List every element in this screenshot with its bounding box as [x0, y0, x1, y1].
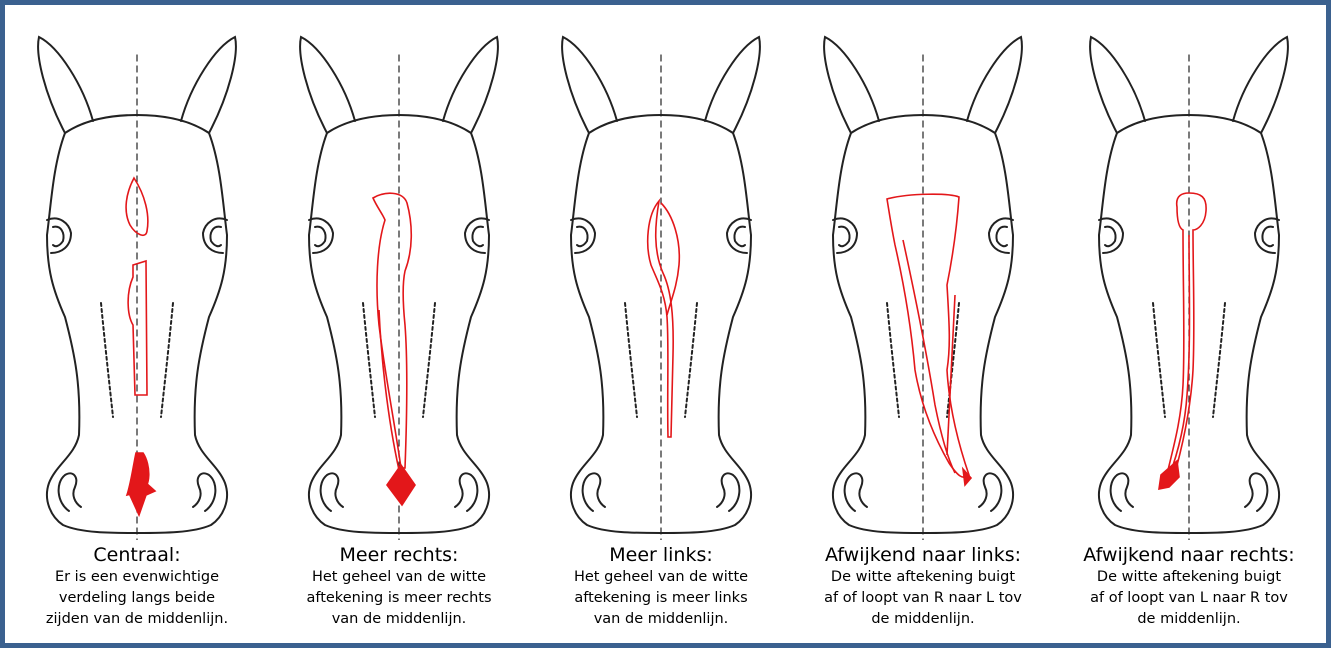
right-ear — [1233, 37, 1288, 133]
caption-title: Meer rechts: — [267, 543, 531, 567]
caption-title: Meer links: — [529, 543, 793, 567]
marking-right — [373, 193, 415, 505]
caption-title: Afwijkend naar rechts: — [1057, 543, 1321, 567]
horse-head-outline — [300, 37, 498, 540]
right-ear — [967, 37, 1022, 133]
right-eye — [203, 218, 227, 253]
left-eye — [833, 218, 857, 253]
left-eye-inner — [1105, 227, 1116, 247]
caption-description: Er is een evenwichtige verdeling langs b… — [5, 567, 269, 630]
right-ear — [705, 37, 760, 133]
right-nostril — [717, 473, 739, 511]
left-vein — [625, 303, 637, 417]
right-nostril — [193, 473, 215, 511]
marking-central — [126, 178, 155, 515]
caption-description: De witte aftekening buigt af of loopt va… — [791, 567, 1055, 630]
right-eye-inner — [1262, 227, 1273, 247]
left-nostril — [321, 473, 343, 511]
caption-right: Meer rechts: Het geheel van de witte aft… — [267, 543, 531, 630]
right-vein — [161, 303, 173, 417]
panel-left: Meer links: Het geheel van de witte afte… — [537, 13, 785, 649]
marking-deviation-right — [1159, 193, 1206, 489]
left-nostril — [583, 473, 605, 511]
horse-head-drawing — [537, 25, 785, 540]
right-nostril — [979, 473, 1001, 511]
caption-description: De witte aftekening buigt af of loopt va… — [1057, 567, 1321, 630]
horse-head-drawing — [1065, 25, 1313, 540]
left-eye-inner — [839, 227, 850, 247]
caption-deviation-left: Afwijkend naar links: De witte aftekenin… — [791, 543, 1055, 630]
horse-head-drawing — [799, 25, 1047, 540]
right-eye — [1255, 218, 1279, 253]
caption-deviation-right: Afwijkend naar rechts: De witte aftekeni… — [1057, 543, 1321, 630]
caption-left: Meer links: Het geheel van de witte afte… — [529, 543, 793, 630]
left-vein — [1153, 303, 1165, 417]
left-vein — [887, 303, 899, 417]
right-vein — [423, 303, 435, 417]
left-eye-inner — [577, 227, 588, 247]
caption-description: Het geheel van de witte aftekening is me… — [529, 567, 793, 630]
left-eye — [571, 218, 595, 253]
left-eye — [47, 218, 71, 253]
caption-title: Centraal: — [5, 543, 269, 567]
panel-deviation-left: Afwijkend naar links: De witte aftekenin… — [799, 13, 1047, 649]
left-nostril — [1111, 473, 1133, 511]
left-eye — [1099, 218, 1123, 253]
panel-central: Centraal: Er is een evenwichtige verdeli… — [13, 13, 261, 649]
right-eye-inner — [210, 227, 221, 247]
left-nostril — [845, 473, 867, 511]
right-ear — [181, 37, 236, 133]
left-ear — [300, 37, 355, 133]
left-eye-inner — [53, 227, 64, 247]
right-ear — [443, 37, 498, 133]
right-eye-inner — [734, 227, 745, 247]
right-eye-inner — [472, 227, 483, 247]
right-nostril — [455, 473, 477, 511]
left-ear — [824, 37, 879, 133]
left-ear — [38, 37, 93, 133]
caption-description: Het geheel van de witte aftekening is me… — [267, 567, 531, 630]
caption-title: Afwijkend naar links: — [791, 543, 1055, 567]
right-eye — [727, 218, 751, 253]
right-vein — [1213, 303, 1225, 417]
right-eye — [465, 218, 489, 253]
left-vein — [363, 303, 375, 417]
right-eye — [989, 218, 1013, 253]
left-ear — [1090, 37, 1145, 133]
right-nostril — [1245, 473, 1267, 511]
horse-head-outline — [824, 37, 1022, 540]
left-nostril — [59, 473, 81, 511]
right-vein — [685, 303, 697, 417]
panel-right: Meer rechts: Het geheel van de witte aft… — [275, 13, 523, 649]
left-eye-inner — [315, 227, 326, 247]
right-eye-inner — [996, 227, 1007, 247]
left-vein — [101, 303, 113, 417]
left-eye — [309, 218, 333, 253]
panel-deviation-right: Afwijkend naar rechts: De witte aftekeni… — [1065, 13, 1313, 649]
caption-central: Centraal: Er is een evenwichtige verdeli… — [5, 543, 269, 630]
marking-left — [648, 201, 680, 437]
horse-head-drawing — [13, 25, 261, 540]
horse-head-drawing — [275, 25, 523, 540]
marking-deviation-left — [887, 194, 971, 485]
left-ear — [562, 37, 617, 133]
